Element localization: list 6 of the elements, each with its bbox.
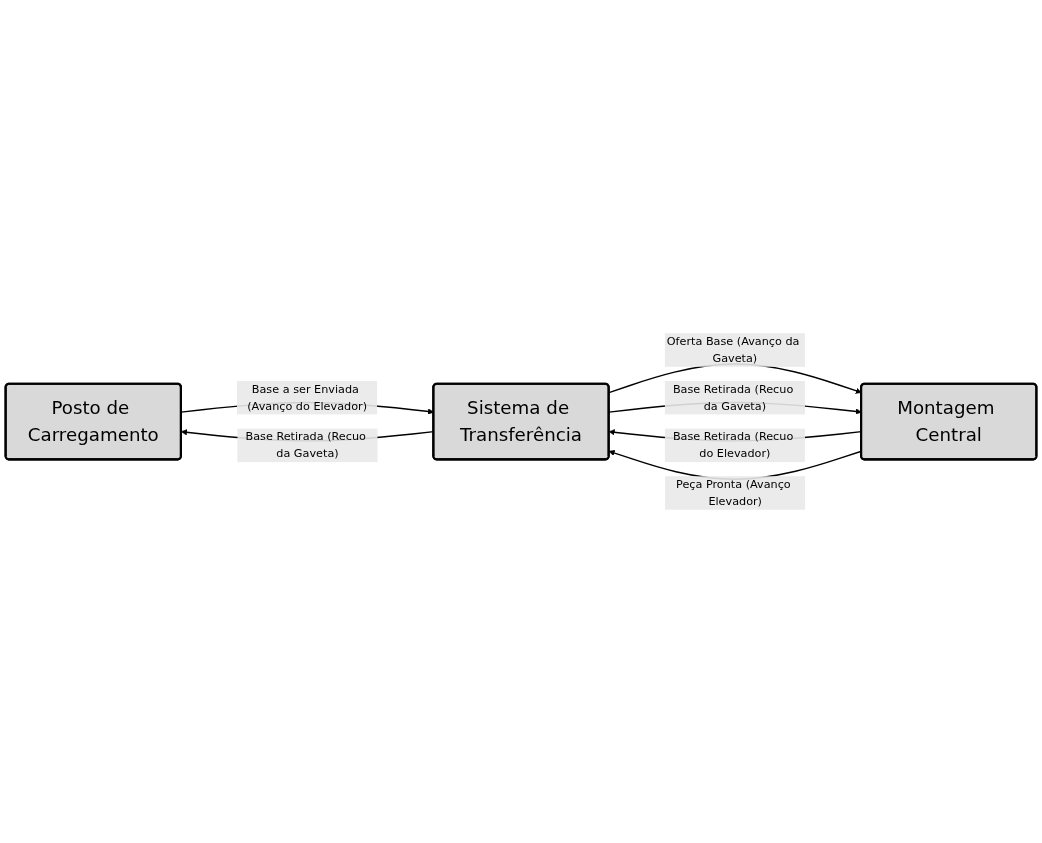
edge-label: Base Retirada (Recuo do Elevador) <box>672 429 794 461</box>
edge-label: Base Retirada (Recuo da Gaveta) <box>245 429 366 461</box>
edge-label: Base Retirada (Recuo da Gaveta) <box>672 382 794 413</box>
edge-label: Peça Pronta (Avanço Elevador) <box>676 477 791 508</box>
edge-label: Base a ser Enviada (Avanço do Elevador) <box>247 382 368 413</box>
edge-label: Oferta Base (Avanço da Gaveta) <box>666 334 800 365</box>
